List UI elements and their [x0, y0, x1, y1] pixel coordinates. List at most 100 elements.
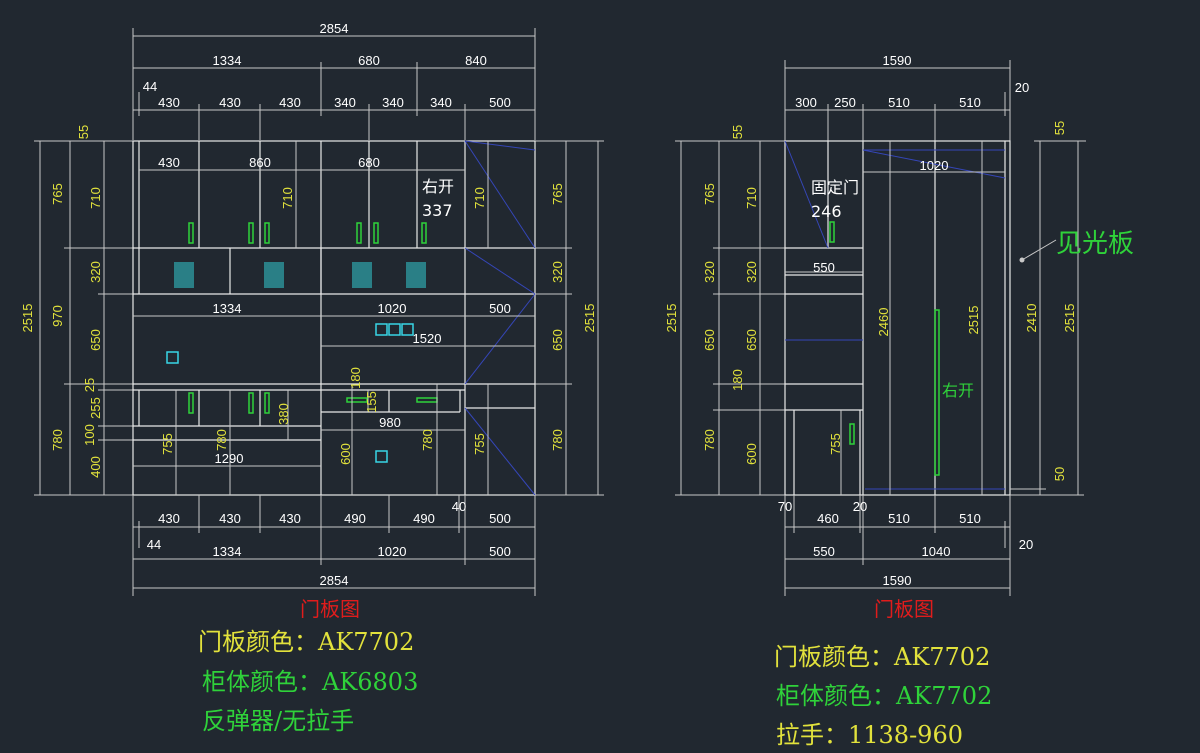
socket-icon [166, 323, 414, 463]
right-bottom-seg-3: 20 [853, 499, 867, 514]
right-left-mid-780: 780 [702, 429, 717, 451]
right-top-total: 1590 [883, 53, 912, 68]
left-top-total: 2854 [320, 21, 349, 36]
left-top-group-1: 1334 [213, 53, 242, 68]
right-height-755: 755 [828, 433, 843, 455]
right-left-mid-650: 650 [702, 329, 717, 351]
right-gap-50: 50 [1052, 467, 1067, 481]
right-height-2460: 2460 [876, 308, 891, 337]
upper-height-710: 710 [280, 187, 295, 209]
right-note-door-color: 门板颜色：AK7702 [774, 643, 990, 671]
right-height-2515-outer: 2515 [1062, 304, 1077, 333]
left-interior-dimension-lines [133, 141, 535, 495]
left-bottom-total: 2854 [320, 573, 349, 588]
left-inner-320: 320 [88, 261, 103, 283]
left-top-dimension-lines [132, 28, 536, 140]
left-note-door-color: 门板颜色：AK7702 [198, 628, 414, 656]
height-180: 180 [348, 367, 363, 389]
height-755-b: 755 [472, 433, 487, 455]
left-outer-height: 2515 [20, 304, 35, 333]
right-top-seg-4: 510 [959, 95, 981, 110]
right-left-dimension-lines [675, 140, 785, 496]
upper-width-430: 430 [158, 155, 180, 170]
left-bottom-gap: 40 [452, 499, 466, 514]
fixed-door-value: 246 [811, 202, 842, 221]
right-interior-dimension-lines [785, 141, 1005, 495]
book-icon [174, 262, 426, 288]
right-inner-320: 320 [744, 261, 759, 283]
mid-width-1334: 1334 [213, 301, 242, 316]
left-bottom-group-2: 1020 [378, 544, 407, 559]
col-height-710: 710 [472, 187, 487, 209]
right-top-seg-3: 510 [888, 95, 910, 110]
left-bottom-seg-2: 430 [219, 511, 241, 526]
left-bottom-seg-1: 430 [158, 511, 180, 526]
width-980: 980 [379, 415, 401, 430]
left-right-outer: 2515 [582, 304, 597, 333]
left-bottom-group-1: 1334 [213, 544, 242, 559]
right-caption: 门板图 [874, 597, 934, 621]
right-open-label: 右开 [422, 177, 454, 196]
width-1290: 1290 [215, 451, 244, 466]
right-open-value: 337 [422, 201, 453, 220]
left-mid-780: 780 [50, 429, 65, 451]
right-width-550: 550 [813, 260, 835, 275]
left-elevation: 2854 1334 680 840 44 430 430 430 340 340… [20, 21, 604, 735]
fixed-door-label: 固定门 [811, 178, 859, 197]
right-bottom-group-2: 1040 [922, 544, 951, 559]
right-inner-600: 600 [744, 443, 759, 465]
left-bottom-seg-5: 490 [413, 511, 435, 526]
right-opening-diagonals [784, 140, 1006, 490]
right-bottom-dimension-lines [784, 495, 1011, 596]
right-bottom-seg-4: 510 [888, 511, 910, 526]
right-width-1020: 1020 [920, 158, 949, 173]
right-cabinet-body [784, 140, 1011, 496]
left-right-780: 780 [550, 429, 565, 451]
right-bottom-group-1: 550 [813, 544, 835, 559]
mid-width-500: 500 [489, 301, 511, 316]
right-left-outer: 2515 [664, 304, 679, 333]
left-mid-765: 765 [50, 183, 65, 205]
left-inner-25: 25 [82, 378, 97, 392]
height-380: 380 [276, 403, 291, 425]
left-top-seg-2: 430 [219, 95, 241, 110]
left-bottom-dimension-lines [132, 495, 536, 596]
mid-width-1020: 1020 [378, 301, 407, 316]
left-bottom-offset: 44 [147, 537, 161, 552]
right-note-handle: 拉手：1138-960 [776, 721, 963, 749]
left-inner-710: 710 [88, 187, 103, 209]
right-height-2410: 2410 [1024, 304, 1039, 333]
left-side-dimension-lines [34, 140, 133, 496]
right-open-label-2: 右开 [942, 381, 974, 400]
right-inner-710: 710 [744, 187, 759, 209]
left-opening-diagonals [464, 140, 536, 496]
right-gap-55-side: 55 [1052, 121, 1067, 135]
right-bottom-total: 1590 [883, 573, 912, 588]
side-panel-label: 见光板 [1056, 229, 1134, 259]
right-gap-55: 55 [730, 125, 745, 139]
height-780-a: 780 [214, 429, 229, 451]
left-gap-55: 55 [76, 125, 91, 139]
left-top-group-2: 680 [358, 53, 380, 68]
right-bottom-offset: 20 [1019, 537, 1033, 552]
left-top-seg-3: 430 [279, 95, 301, 110]
left-bottom-seg-3: 430 [279, 511, 301, 526]
right-inner-650: 650 [744, 329, 759, 351]
left-right-320: 320 [550, 261, 565, 283]
height-600: 600 [338, 443, 353, 465]
left-inner-650: 650 [88, 329, 103, 351]
left-right-650: 650 [550, 329, 565, 351]
right-bottom-seg-2: 460 [817, 511, 839, 526]
right-left-mid-320: 320 [702, 261, 717, 283]
left-top-seg-6: 340 [430, 95, 452, 110]
right-top-dimension-lines [784, 60, 1086, 142]
left-bottom-seg-6: 500 [489, 511, 511, 526]
left-top-offset: 44 [143, 79, 157, 94]
right-left-mid-765: 765 [702, 183, 717, 205]
right-side-dimension-lines [1010, 141, 1084, 496]
right-left-mid-180: 180 [730, 369, 745, 391]
handle-icon [188, 222, 438, 414]
height-755-a: 755 [160, 433, 175, 455]
left-inner-255: 255 [88, 397, 103, 419]
